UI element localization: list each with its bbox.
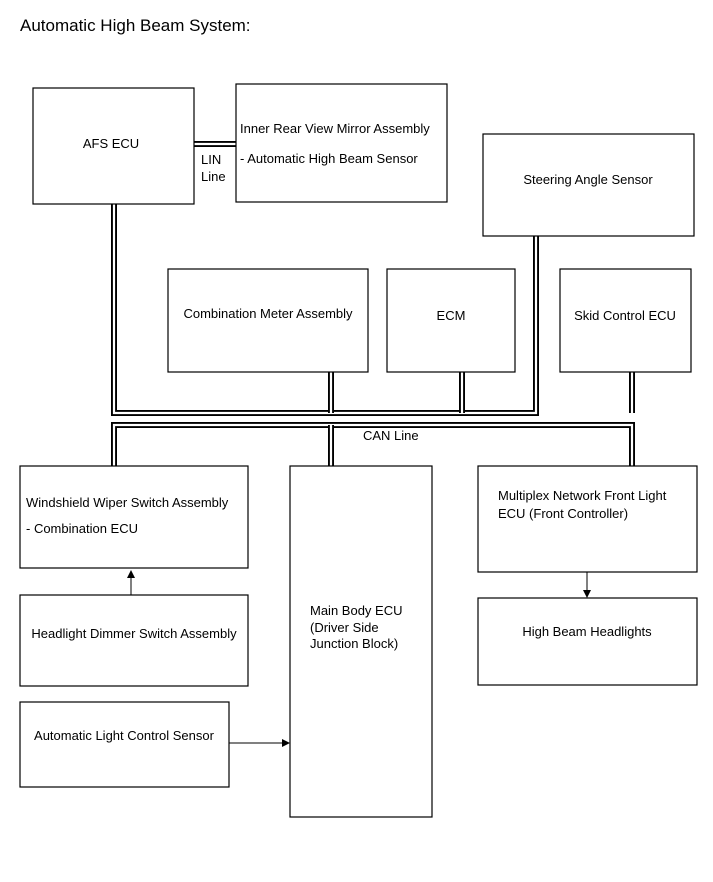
- can-line-label: CAN Line: [363, 428, 419, 443]
- mirror-assembly-label: Inner Rear View Mirror Assembly: [240, 121, 430, 136]
- junction-block-label: Junction Block): [310, 636, 398, 651]
- multiplex-ecu-label-line2: ECU (Front Controller): [498, 506, 628, 521]
- combination-meter-box: Combination Meter Assembly: [167, 268, 369, 373]
- multiplex-ecu-label-line1: Multiplex Network Front Light: [498, 488, 667, 503]
- high-beam-headlights-box: High Beam Headlights: [477, 597, 698, 686]
- bus-wires: [111, 141, 635, 466]
- wiper-switch-label: Windshield Wiper Switch Assembly: [26, 495, 229, 510]
- driver-side-label: (Driver Side: [310, 620, 379, 635]
- steering-angle-sensor-box: Steering Angle Sensor: [482, 133, 695, 237]
- combination-ecu-label: - Combination ECU: [26, 521, 138, 536]
- light-sensor-to-main-body-arrow: [229, 739, 290, 747]
- windshield-wiper-switch-box: Windshield Wiper Switch Assembly - Combi…: [19, 465, 249, 569]
- ecm-label: ECM: [437, 308, 466, 323]
- headlight-dimmer-switch-box: Headlight Dimmer Switch Assembly: [19, 594, 249, 687]
- afs-ecu-label: AFS ECU: [83, 136, 139, 151]
- can-line-lower-wire: [111, 422, 635, 466]
- high-beam-headlights-label: High Beam Headlights: [522, 624, 652, 639]
- multiplex-front-light-ecu-box: Multiplex Network Front Light ECU (Front…: [477, 465, 698, 573]
- skid-control-ecu-label: Skid Control ECU: [574, 308, 676, 323]
- afs-ecu-box: AFS ECU: [32, 87, 195, 205]
- main-body-ecu-label: Main Body ECU: [310, 603, 402, 618]
- automatic-light-control-sensor-label: Automatic Light Control Sensor: [34, 728, 215, 743]
- multiplex-to-high-beam-arrow: [583, 572, 591, 598]
- mirror-assembly-box: Inner Rear View Mirror Assembly - Automa…: [235, 83, 448, 203]
- lin-line-label-1: LIN: [201, 152, 221, 167]
- diagram-title: Automatic High Beam System:: [20, 16, 251, 35]
- steering-angle-sensor-label: Steering Angle Sensor: [523, 172, 653, 187]
- ecm-box: ECM: [386, 268, 516, 373]
- skid-control-ecu-box: Skid Control ECU: [559, 268, 692, 373]
- dimmer-to-wiper-arrow: [127, 570, 135, 595]
- headlight-dimmer-switch-label: Headlight Dimmer Switch Assembly: [31, 626, 237, 641]
- automatic-light-control-sensor-box: Automatic Light Control Sensor: [19, 701, 230, 788]
- can-line-upper-wire: [111, 204, 539, 416]
- high-beam-sensor-label: - Automatic High Beam Sensor: [240, 151, 418, 166]
- lin-line-label-2: Line: [201, 169, 226, 184]
- main-body-ecu-box: Main Body ECU (Driver Side Junction Bloc…: [289, 465, 433, 818]
- combination-meter-label: Combination Meter Assembly: [183, 306, 353, 321]
